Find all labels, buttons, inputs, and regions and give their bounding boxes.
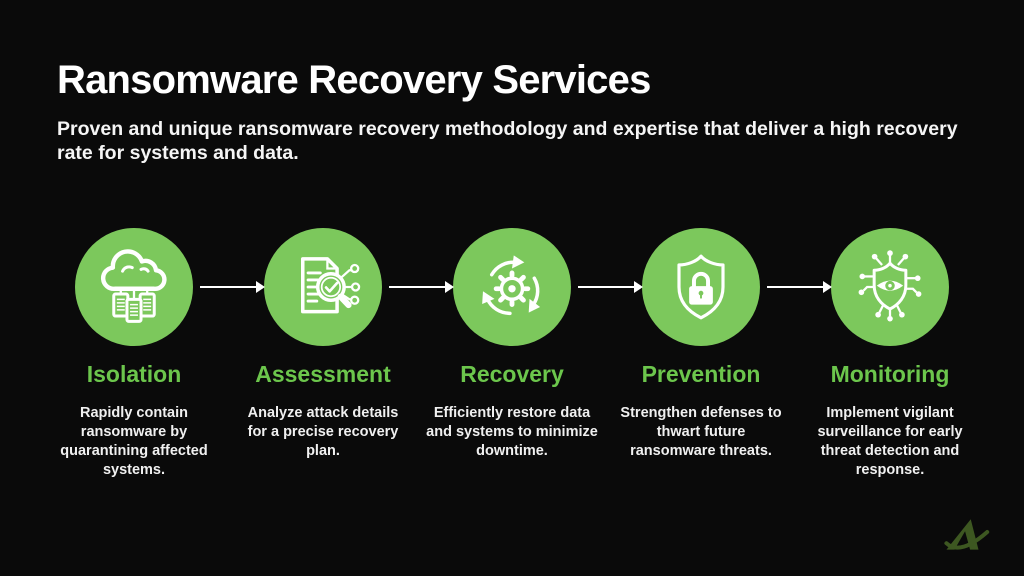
- flow-arrow-icon: [200, 281, 265, 293]
- flow-arrow-icon: [389, 281, 454, 293]
- flow-arrow-icon: [767, 281, 832, 293]
- step-circle: [264, 228, 382, 346]
- slide-header: Ransomware Recovery Services Proven and …: [57, 58, 977, 166]
- step-description: Analyze attack details for a precise rec…: [247, 405, 399, 459]
- step-circle: [831, 228, 949, 346]
- step-circle: [453, 228, 571, 346]
- step-monitoring: Monitoring Implement vigilant surveillan…: [796, 228, 985, 479]
- process-steps-row: Isolation Rapidly contain ransomware by …: [0, 228, 1024, 479]
- step-description: Implement vigilant surveillance for earl…: [817, 405, 963, 478]
- step-circle: [75, 228, 193, 346]
- step-label: Prevention: [641, 361, 761, 387]
- gear-cycle-arrows-icon: [475, 255, 553, 325]
- shield-eye-circuit-icon: [858, 250, 922, 322]
- step-description: Strengthen defenses to thwart future ran…: [620, 405, 782, 459]
- page-title: Ransomware Recovery Services: [57, 58, 651, 102]
- step-label: Assessment: [255, 361, 391, 387]
- step-label: Recovery: [460, 361, 564, 387]
- step-recovery: Recovery Efficiently restore data and sy…: [418, 228, 607, 479]
- step-circle: [642, 228, 760, 346]
- shield-padlock-icon: [677, 254, 725, 320]
- alpha-swoosh-logo: [943, 516, 993, 556]
- step-assessment: Assessment Analyze attack details for a …: [229, 228, 418, 479]
- flow-arrow-icon: [578, 281, 643, 293]
- page-subtitle: Proven and unique ransomware recovery me…: [57, 118, 958, 164]
- cloud-servers-icon: [100, 249, 167, 323]
- step-label: Monitoring: [830, 361, 950, 387]
- step-label: Isolation: [86, 361, 182, 387]
- step-description: Efficiently restore data and systems to …: [426, 405, 598, 459]
- document-magnifier-check-icon: [301, 257, 361, 314]
- step-prevention: Prevention Strengthen defenses to thwart…: [607, 228, 796, 479]
- step-description: Rapidly contain ransomware by quarantini…: [60, 405, 208, 478]
- step-isolation: Isolation Rapidly contain ransomware by …: [40, 228, 229, 479]
